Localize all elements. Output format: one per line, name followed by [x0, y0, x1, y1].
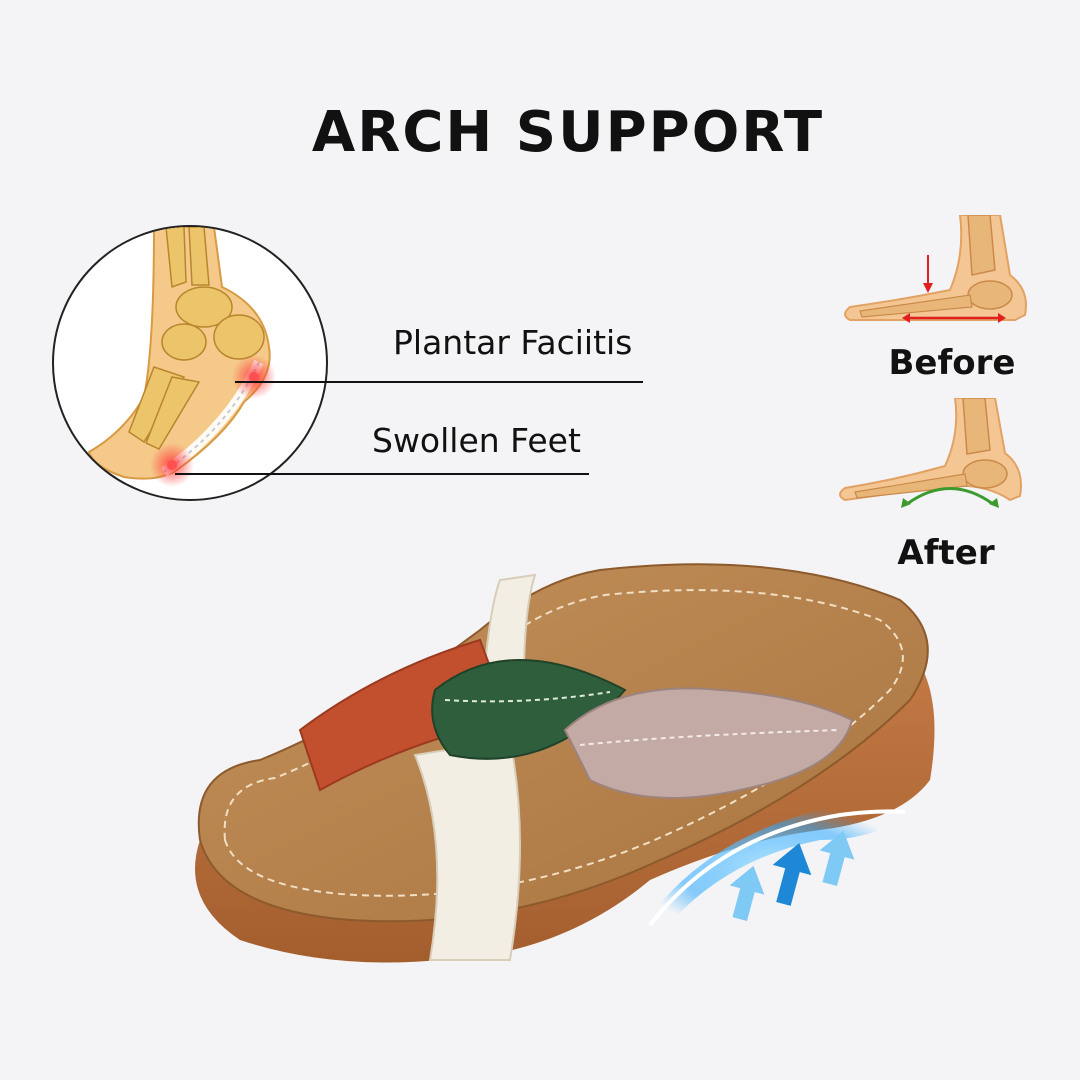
- swollen-feet-leader-line: [175, 473, 589, 475]
- sandal-image: [195, 563, 935, 963]
- before-label: Before: [888, 343, 1016, 383]
- foot-pain-illustration: [52, 225, 328, 501]
- plantar-fasciitis-leader-line: [235, 381, 643, 383]
- after-foot-icon: [839, 398, 1022, 508]
- plantar-fasciitis-label: Plantar Faciitis: [393, 323, 633, 362]
- foot-xray-icon: [87, 227, 276, 487]
- swollen-feet-label: Swollen Feet: [372, 421, 581, 460]
- before-foot-icon: [844, 215, 1027, 323]
- page-title: ARCH SUPPORT: [311, 100, 825, 165]
- after-label: After: [897, 533, 995, 573]
- arch-arrow-icon: [729, 830, 855, 922]
